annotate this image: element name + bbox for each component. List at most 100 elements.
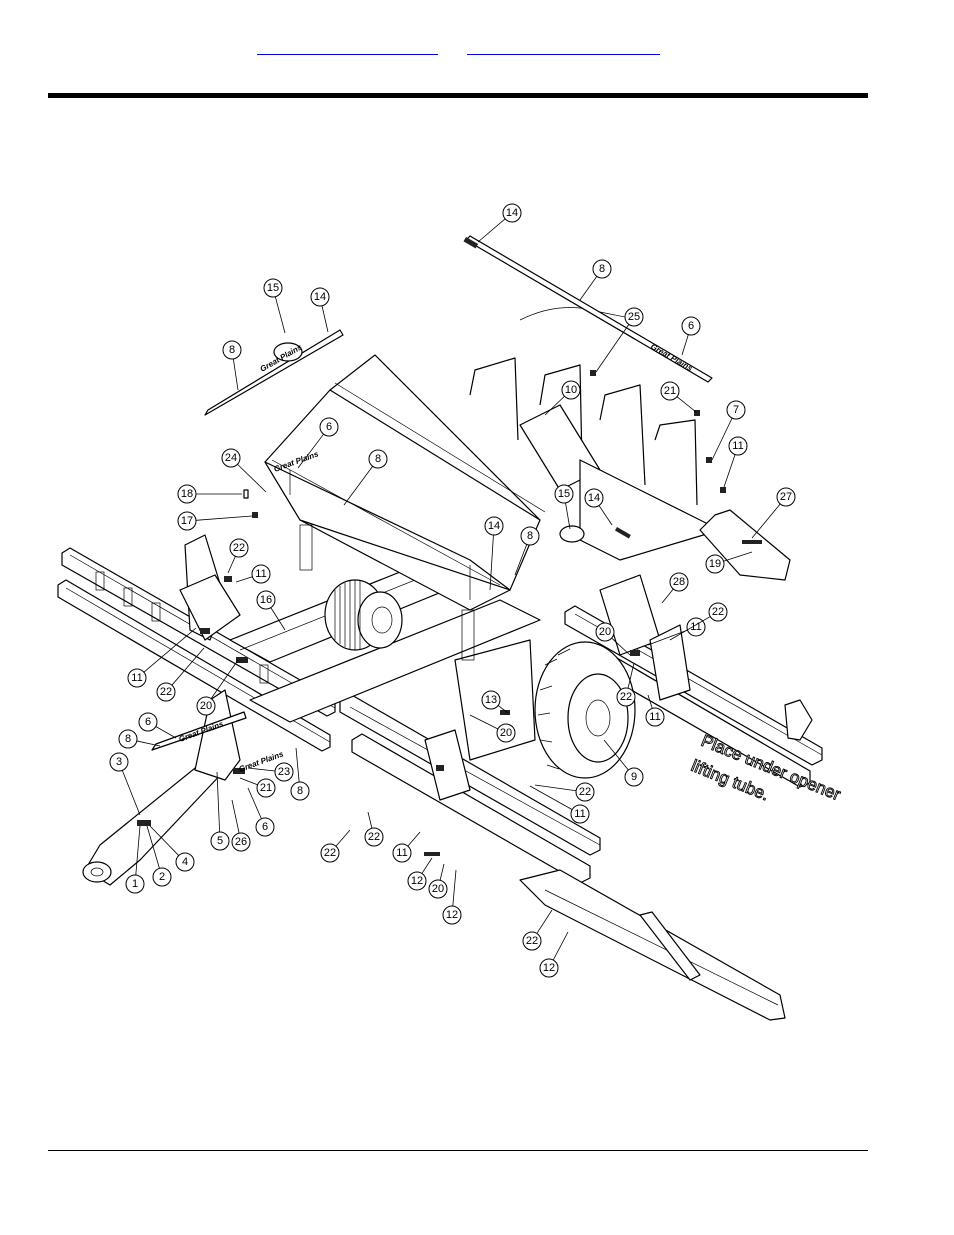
callout-circle — [561, 380, 581, 400]
callout-15: 15 — [554, 484, 574, 530]
callout-leader — [598, 505, 613, 526]
callout-28: 28 — [661, 572, 689, 604]
callout-leader — [751, 503, 781, 539]
callout-number: 18 — [181, 488, 193, 500]
callout-leader — [534, 784, 577, 792]
callout-number: 9 — [631, 771, 637, 783]
callout-number: 2 — [159, 871, 165, 883]
callout-circle — [705, 554, 725, 574]
callout-circle — [496, 723, 516, 743]
callout-11: 11 — [645, 694, 665, 727]
callout-number: 8 — [375, 453, 381, 465]
callout-number: 23 — [278, 766, 290, 778]
callout-circle — [263, 278, 283, 298]
header-link-left[interactable] — [257, 40, 438, 55]
callout-leader — [544, 395, 565, 416]
callout-15: 15 — [263, 278, 286, 334]
callout-number: 19 — [709, 558, 721, 570]
callout-number: 20 — [432, 883, 444, 895]
callout-circle — [407, 871, 427, 891]
callout-circle — [231, 832, 251, 852]
header-link-right[interactable] — [467, 40, 660, 55]
callout-leader — [681, 334, 689, 356]
callout-leader — [135, 825, 141, 876]
callout-number: 14 — [488, 520, 500, 532]
callout-leader — [603, 739, 629, 771]
callout-21: 21 — [660, 381, 697, 413]
svg-text:Great Plains: Great Plains — [649, 342, 694, 373]
callout-circle — [255, 817, 275, 837]
callout-leader — [595, 324, 630, 373]
callout-25: 25 — [595, 307, 644, 373]
callout-22: 22 — [669, 602, 728, 641]
callout-number: 11 — [255, 568, 266, 580]
callout-circle — [210, 831, 230, 851]
callout-number: 11 — [649, 711, 660, 723]
callout-circle — [660, 381, 680, 401]
callout-circle — [392, 843, 412, 863]
callout-circle — [138, 712, 158, 732]
callout-circle — [175, 852, 195, 872]
callout-circle — [522, 931, 542, 951]
callout-number: 15 — [558, 488, 570, 500]
callout-22: 22 — [522, 909, 553, 951]
callout-circle — [592, 259, 612, 279]
callout-number: 24 — [225, 452, 237, 464]
callout-number: 11 — [732, 440, 743, 452]
callout-leader — [407, 831, 421, 847]
callout-leader — [210, 659, 239, 699]
callout-leader — [552, 931, 569, 961]
callout-number: 12 — [543, 962, 555, 974]
callout-leader — [611, 637, 631, 656]
callout-leader — [270, 607, 286, 631]
callout-22: 22 — [156, 647, 205, 702]
callout-leader — [439, 863, 445, 881]
footer-rule — [48, 1150, 868, 1151]
callout-leader — [529, 785, 573, 810]
callout-5: 5 — [210, 771, 230, 851]
callout-leader — [146, 825, 160, 869]
callout-number: 8 — [125, 733, 131, 745]
callout-14: 14 — [484, 516, 504, 591]
callout-number: 20 — [200, 700, 212, 712]
callout-leader — [136, 740, 161, 747]
callout-12: 12 — [407, 857, 433, 891]
callout-circle — [290, 781, 310, 801]
callout-number: 5 — [217, 835, 223, 847]
machine-line-art — [57, 307, 823, 1021]
callout-number: 6 — [145, 716, 151, 728]
callout-number: 12 — [411, 875, 423, 887]
callout-22: 22 — [227, 538, 249, 574]
callout-8: 8 — [290, 747, 310, 801]
callout-23: 23 — [247, 762, 294, 782]
header-rule — [48, 93, 868, 98]
callout-number: 10 — [565, 384, 577, 396]
callout-number: 11 — [690, 621, 701, 633]
callout-number: 13 — [485, 694, 497, 706]
callout-leader — [232, 358, 239, 391]
callout-leader — [489, 534, 494, 591]
callout-circle — [156, 682, 176, 702]
callout-circle — [645, 707, 665, 727]
callout-22: 22 — [616, 662, 636, 707]
callout-circle — [127, 668, 147, 688]
callout-circle — [726, 400, 746, 420]
callout-leader — [452, 869, 457, 907]
callout-22: 22 — [364, 811, 384, 847]
callout-number: 22 — [620, 691, 632, 703]
callout-8: 8 — [343, 449, 388, 506]
callout-number: 14 — [314, 291, 326, 303]
callout-number: 22 — [368, 831, 380, 843]
callout-14: 14 — [477, 203, 522, 243]
callout-4: 4 — [149, 825, 195, 872]
callout-19: 19 — [705, 551, 753, 574]
callout-11: 11 — [235, 564, 271, 584]
callout-leader — [565, 502, 571, 530]
callout-number: 22 — [712, 606, 724, 618]
callout-number: 1 — [132, 878, 138, 890]
callout-number: 8 — [527, 530, 533, 542]
callout-circle — [256, 590, 276, 610]
callout-number: 22 — [526, 935, 538, 947]
callout-number: 7 — [733, 404, 739, 416]
callout-leader — [247, 787, 262, 819]
